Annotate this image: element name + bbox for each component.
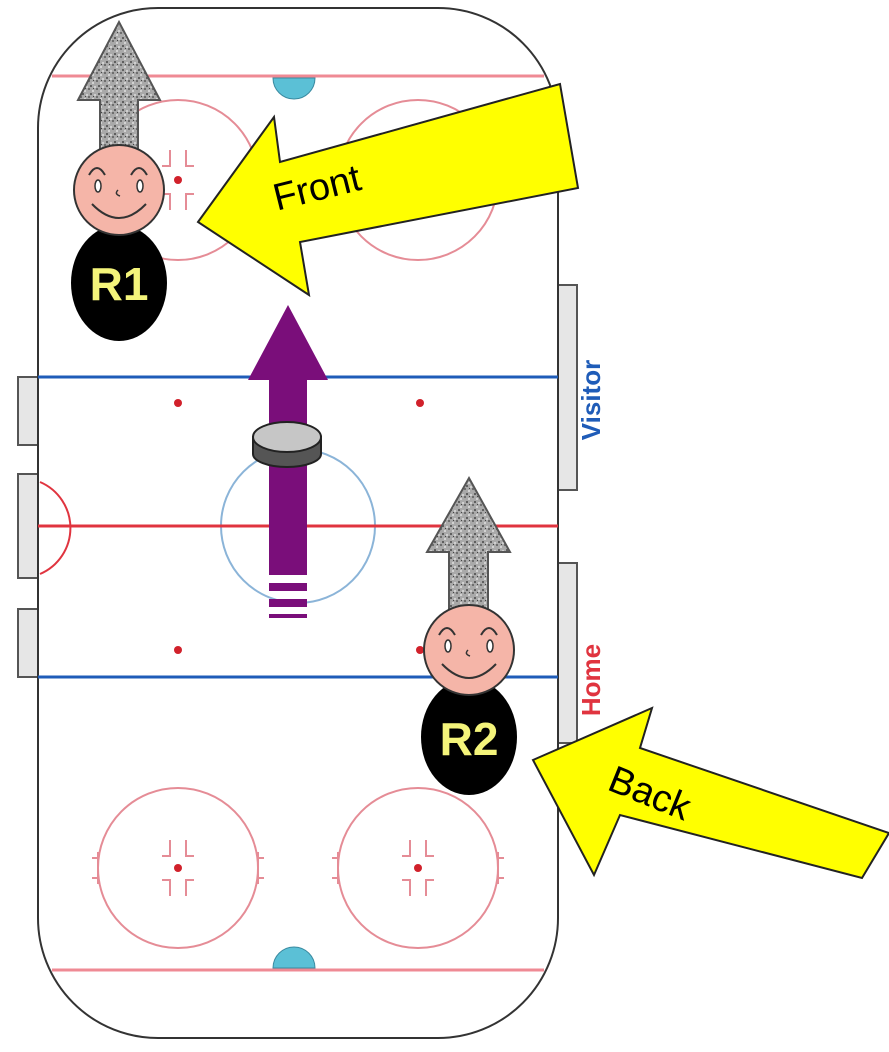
neutral-dot xyxy=(416,399,424,407)
scorer-box xyxy=(17,473,41,579)
goal-crease-top xyxy=(272,77,316,100)
player-r1: R1 xyxy=(71,144,167,341)
faceoff-circle-bottom-right xyxy=(332,787,504,949)
neutral-dot xyxy=(174,646,182,654)
back-callout-arrow: Back xyxy=(531,706,889,880)
penalty-box-bottom xyxy=(17,608,41,678)
penalty-box-top xyxy=(17,376,41,446)
neutral-dot xyxy=(416,646,424,654)
front-callout-arrow: Front xyxy=(196,82,580,298)
faceoff-circle-bottom-left xyxy=(92,787,264,949)
home-bench xyxy=(556,562,578,744)
player-r2-label: R2 xyxy=(440,713,499,765)
puck xyxy=(252,421,322,468)
home-label: Home xyxy=(576,644,606,716)
player-r1-label: R1 xyxy=(90,258,149,310)
visitor-bench xyxy=(556,284,578,491)
referee-crease xyxy=(39,481,72,575)
smiley-face-icon xyxy=(423,604,515,696)
neutral-dot xyxy=(174,399,182,407)
player-r2: R2 xyxy=(421,604,517,795)
smiley-face-icon xyxy=(73,144,165,236)
visitor-label: Visitor xyxy=(576,360,606,440)
goal-crease-bottom xyxy=(272,946,316,969)
